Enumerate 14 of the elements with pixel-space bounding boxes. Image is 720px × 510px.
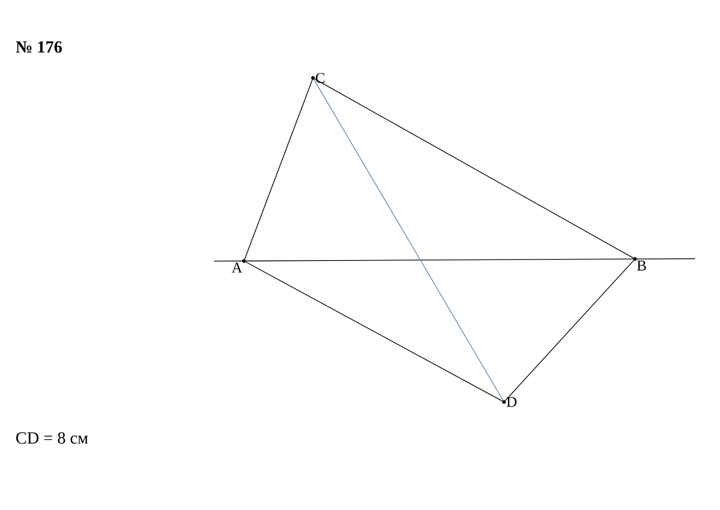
node-label: A [232, 262, 242, 273]
point: D [502, 397, 516, 407]
point: B [633, 257, 646, 270]
segment [314, 78, 634, 258]
node-label: B [637, 260, 646, 270]
segment [504, 260, 634, 401]
given-text: CD = 8 см [16, 432, 88, 444]
point: A [232, 259, 246, 273]
line [214, 258, 696, 262]
segment [314, 79, 504, 401]
node-label: D [506, 397, 516, 407]
problem-number: № 176 [16, 41, 62, 53]
segment [244, 80, 313, 260]
segment [245, 262, 503, 402]
